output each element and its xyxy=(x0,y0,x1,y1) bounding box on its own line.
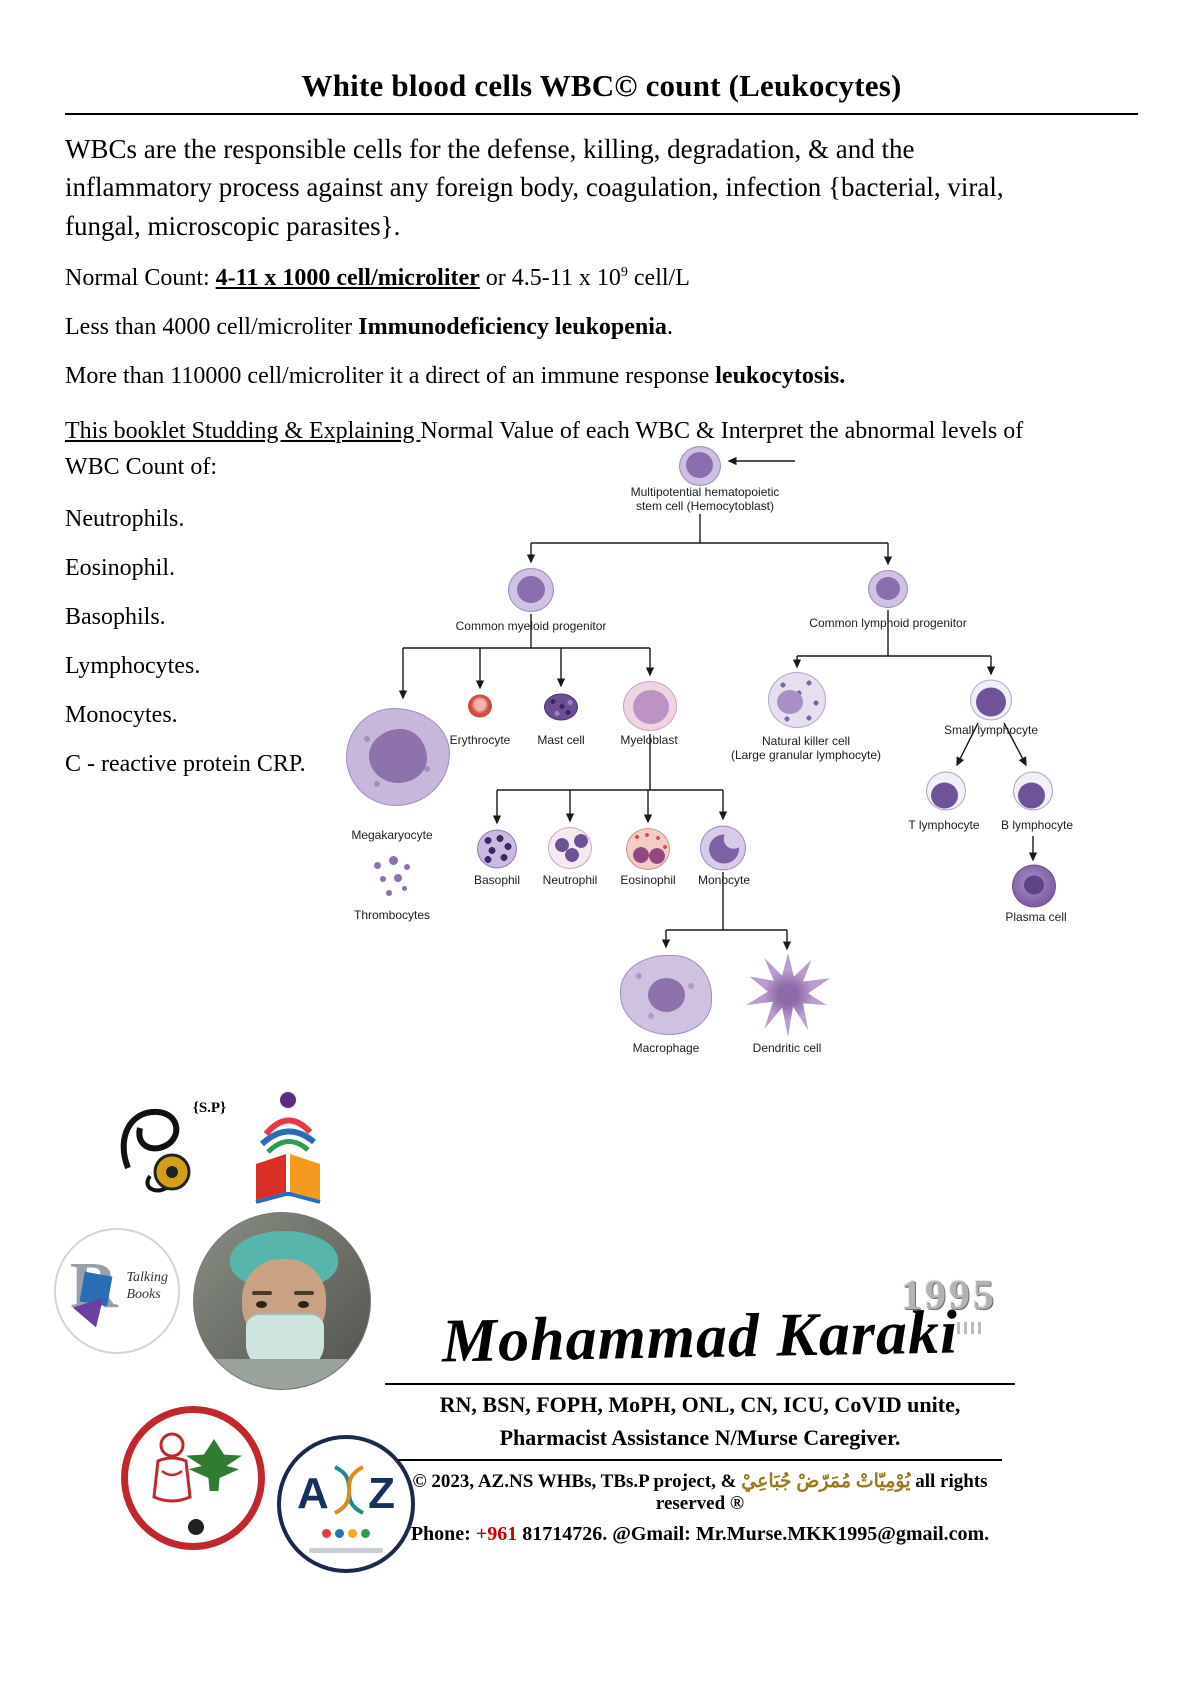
contact-line: Phone: +961 81714726. @Gmail: Mr.Murse.M… xyxy=(385,1523,1015,1546)
booklet-line: This booklet Studding & Explaining Norma… xyxy=(65,413,1055,485)
leukopenia-prefix: Less than 4000 cell/microliter xyxy=(65,314,359,341)
eyebrow xyxy=(294,1291,314,1295)
scrubs xyxy=(194,1359,370,1389)
macrophage-label: Macrophage xyxy=(632,1041,700,1055)
page-title: White blood cells WBC© count (Leukocytes… xyxy=(301,68,902,103)
plasma-cell-label: Plasma cell xyxy=(1005,910,1067,924)
plasma-cell-illustration xyxy=(1012,864,1056,908)
list-item: Monocytes. xyxy=(65,701,178,728)
thrombocyte-dot xyxy=(402,886,407,891)
year-stamp: 1995 xyxy=(901,1273,997,1319)
talking-books-logo: R Talking Books xyxy=(54,1228,180,1354)
thrombocyte-dot xyxy=(389,856,398,865)
megakaryocyte-label: Megakaryocyte xyxy=(351,828,433,842)
basophil-cell-illustration xyxy=(477,829,517,869)
phone-number: 81714726. xyxy=(517,1523,608,1545)
training-academy-logo xyxy=(238,1086,338,1208)
leukocytosis-line: More than 110000 cell/microliter it a di… xyxy=(65,361,1050,392)
b-lymphocyte-label: B lymphocyte xyxy=(1000,818,1074,832)
dendritic-cell-label: Dendritic cell xyxy=(752,1041,822,1055)
author-signature: Mohammad Karaki xyxy=(441,1298,959,1376)
normal-count-bold: 4-11 x 1000 cell/microliter xyxy=(215,264,480,291)
year-stamp-ticks xyxy=(957,1322,981,1334)
basophil-label: Basophil xyxy=(473,873,521,887)
normal-count-mid: or 4.5-11 x 10 xyxy=(479,264,621,291)
normal-count-line: Normal Count: 4-11 x 1000 cell/microlite… xyxy=(65,263,1050,294)
credentials-rule xyxy=(397,1459,1003,1461)
thrombocyte-dot xyxy=(380,876,386,882)
az-academy-logo: A Z xyxy=(277,1435,415,1573)
neutrophil-label: Neutrophil xyxy=(542,873,598,887)
copyright-arabic-text: يُوْمِيّاتْ مُمَرّضْ جُبَاعِيْ xyxy=(741,1471,911,1492)
author-photo xyxy=(193,1212,371,1390)
neutrophil-cell-illustration xyxy=(548,827,592,869)
booklet-underlined: This booklet Studding & Explaining xyxy=(65,417,421,444)
copyright-suffix: all rights reserved ® xyxy=(655,1471,988,1514)
sp-logo-flourish xyxy=(120,1108,191,1193)
people-icons xyxy=(281,1525,411,1543)
thrombocytes-label: Thrombocytes xyxy=(353,908,431,922)
thrombocyte-dot xyxy=(374,862,381,869)
eosinophil-cell-illustration xyxy=(626,828,670,870)
eyebrow xyxy=(252,1291,272,1295)
t-lymphocyte-label: T lymphocyte xyxy=(908,818,980,832)
list-item: Lymphocytes. xyxy=(65,652,201,679)
credentials-line-2: Pharmacist Assistance N/Murse Caregiver. xyxy=(499,1425,901,1450)
intro-paragraph: WBCs are the responsible cells for the d… xyxy=(65,134,1004,241)
list-item: Basophils. xyxy=(65,603,166,630)
monocyte-cell-illustration xyxy=(700,825,746,871)
thrombocyte-dot xyxy=(386,890,392,896)
list-item: Eosinophil. xyxy=(65,554,176,581)
page-header: White blood cells WBC© count (Leukocytes… xyxy=(65,68,1138,115)
monocyte-label: Monocyte xyxy=(697,873,751,887)
az-letter-z: Z xyxy=(368,1469,395,1518)
eye xyxy=(298,1301,309,1308)
leukopenia-suffix: . xyxy=(666,314,673,341)
phone-label: Phone: xyxy=(410,1523,476,1545)
stethoscope-dot xyxy=(188,1519,204,1535)
eye xyxy=(256,1301,267,1308)
normal-count-prefix: Normal Count: xyxy=(65,264,216,291)
phone-country-code: +961 xyxy=(475,1523,518,1545)
sp-logo-text: {S.P} xyxy=(192,1100,226,1116)
leukocytosis-prefix: More than 110000 cell/microliter it a di… xyxy=(65,363,716,390)
leukopenia-bold: Immunodeficiency leukopenia xyxy=(358,314,667,341)
leukocytosis-bold: leukocytosis. xyxy=(715,363,846,390)
list-item: Neutrophils. xyxy=(65,505,185,532)
normal-count-suffix: cell/L xyxy=(627,264,690,291)
copyright-prefix: © 2023, AZ.NS WHBs, TBs.P project, & xyxy=(412,1471,742,1492)
thrombocyte-dot xyxy=(394,874,402,882)
sp-publisher-logo: {S.P} xyxy=(110,1098,232,1202)
figure-book-logo-graphic xyxy=(255,1092,321,1204)
talking-books-wordmark: Talking Books xyxy=(127,1270,169,1304)
talking-books-word1: Talking xyxy=(126,1270,169,1285)
copyright-line: © 2023, AZ.NS WHBs, TBs.P project, & يُو… xyxy=(385,1470,1015,1515)
az-letter-a: A xyxy=(297,1469,329,1518)
eosinophil-label: Eosinophil xyxy=(620,873,676,887)
dendritic-cell-illustration xyxy=(746,953,830,1037)
macrophage-cell-illustration xyxy=(620,955,712,1035)
dna-helix-icon xyxy=(334,1465,364,1515)
booklet-rest: Normal Value of each WBC & Interpret the… xyxy=(65,417,1024,480)
signature-rule xyxy=(385,1383,1015,1385)
talking-books-word2: Books xyxy=(126,1286,161,1302)
intro-section: WBCs are the responsible cells for the d… xyxy=(65,130,1050,779)
thrombocyte-dot xyxy=(404,864,410,870)
gmail-label: @Gmail: xyxy=(607,1523,696,1545)
nurse-association-logo xyxy=(121,1406,265,1550)
normal-count-superscript: 9 xyxy=(620,264,628,280)
list-item: C - reactive protein CRP. xyxy=(65,750,306,777)
credentials-line-1: RN, BSN, FOPH, MoPH, ONL, CN, ICU, CoVID… xyxy=(439,1392,961,1417)
author-footer-block: 1995 Mohammad Karaki RN, BSN, FOPH, MoPH… xyxy=(385,1272,1015,1546)
sketched-nurse-figure xyxy=(152,1432,192,1503)
email-address: Mr.Murse.MKK1995@gmail.com. xyxy=(695,1523,990,1545)
logo-text-bar xyxy=(309,1548,383,1553)
wbc-type-list: Neutrophils. Eosinophil. Basophils. Lymp… xyxy=(65,504,1050,779)
leukopenia-line: Less than 4000 cell/microliter Immunodef… xyxy=(65,312,1050,343)
